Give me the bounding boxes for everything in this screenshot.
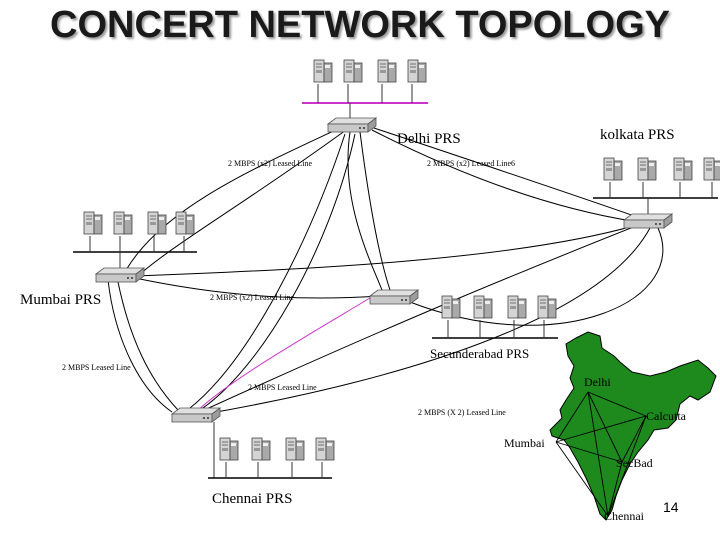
- link-label-delhi-chennai: 2 MBPS Leased Line: [248, 383, 317, 392]
- mumbai-router: [95, 267, 145, 283]
- link-kolkata-chennai-2: [204, 227, 651, 415]
- link-label-kolkata-chennai: 2 MBPS (X 2) Leased Line: [418, 408, 506, 417]
- link-delhi-secunderabad: [347, 131, 383, 291]
- map-label-delhi: Delhi: [584, 375, 611, 389]
- mumbai-lan: [73, 211, 197, 283]
- link-delhi-mumbai-2: [139, 129, 347, 275]
- link-label-mumbai-secunderabad: 2 MBPS (x2) Leased Line: [210, 293, 294, 302]
- link-mumbai-secunderabad: [134, 277, 381, 299]
- link-delhi-mumbai: [124, 127, 341, 273]
- kolkata-router: [623, 213, 673, 229]
- secunderabad-lan: [369, 289, 558, 339]
- link-secunderabad-chennai: [195, 297, 371, 413]
- link-kolkata-secunderabad: [409, 227, 664, 326]
- chennai-router: [171, 407, 221, 423]
- link-label-mumbai-chennai: 2 MBPS Leased Line: [62, 363, 131, 372]
- link-delhi-kolkata-2: [371, 129, 639, 223]
- site-label-mumbai: Mumbai PRS: [20, 292, 102, 308]
- kolkata-lan: [593, 157, 720, 229]
- link-delhi-kolkata: [367, 125, 641, 219]
- delhi-router: [327, 117, 377, 133]
- site-label-secunderabad: Secunderabad PRS: [430, 346, 530, 361]
- slide-title: CONCERT NETWORK TOPOLOGY: [50, 4, 670, 46]
- site-label-chennai: Chennai PRS: [212, 491, 293, 507]
- wan-links: [107, 125, 664, 415]
- link-kolkata-chennai: [199, 225, 637, 413]
- map-label-mumbai: Mumbai: [504, 436, 545, 450]
- india-map-links: [555, 391, 647, 517]
- link-delhi-secunderabad-2: [359, 131, 391, 291]
- map-label-calcutta: Calcutta: [646, 409, 686, 423]
- page-number: 14: [663, 499, 679, 515]
- delhi-lan: [302, 59, 428, 133]
- link-mumbai-chennai-2: [107, 279, 173, 413]
- map-label-chennai: Chennai: [604, 509, 644, 523]
- site-label-kolkata: kolkata PRS: [600, 127, 675, 143]
- india-map-shape: [549, 331, 717, 521]
- link-kolkata-mumbai: [134, 223, 641, 277]
- link-mumbai-chennai: [117, 281, 179, 411]
- site-label-delhi: Delhi PRS: [397, 131, 461, 147]
- map-label-secbad: SecBad: [616, 456, 653, 470]
- secunderabad-router: [369, 289, 419, 305]
- link-label-delhi-mumbai: 2 MBPS (x2) Leased Line: [228, 159, 312, 168]
- india-map: [549, 331, 717, 521]
- chennai-lan: [171, 407, 335, 479]
- link-delhi-chennai-2: [199, 133, 356, 411]
- link-delhi-chennai: [189, 133, 346, 409]
- link-label-delhi-kolkata: 2 MBPS (x2) Leased Line6: [427, 159, 515, 168]
